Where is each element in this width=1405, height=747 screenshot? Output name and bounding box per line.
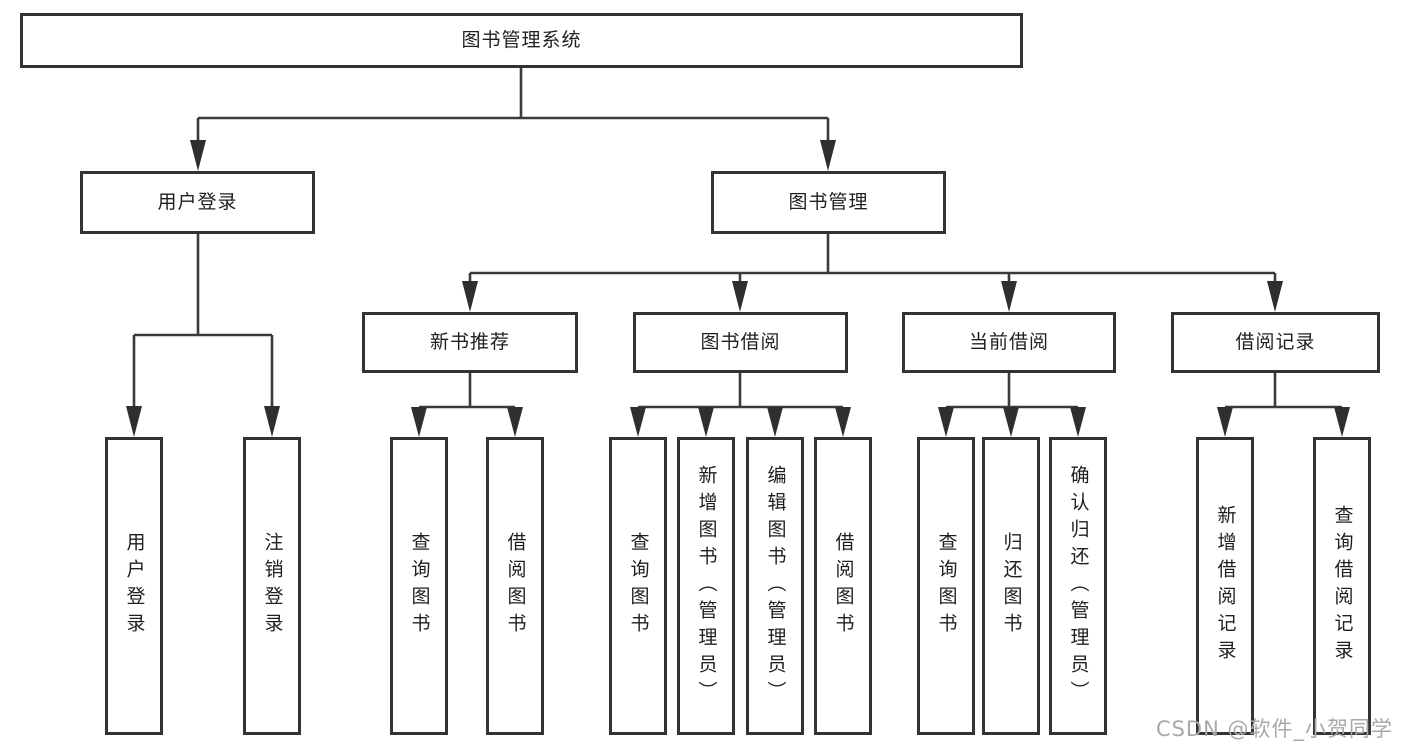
leaf-query-books-borrow: 查询图书: [609, 437, 667, 735]
node-user-login-branch: 用户登录: [80, 171, 315, 234]
leaf-query-books-recommend: 查询图书: [390, 437, 448, 735]
leaf-return-books: 归还图书: [982, 437, 1040, 735]
watermark: CSDN @软件_小贺同学: [1155, 717, 1393, 741]
node-root: 图书管理系统: [20, 13, 1023, 68]
leaf-confirm-return-admin: 确认归还（管理员）: [1049, 437, 1107, 735]
leaf-edit-books-admin: 编辑图书（管理员）: [746, 437, 804, 735]
leaf-add-books-admin: 新增图书（管理员）: [677, 437, 735, 735]
node-book-borrowing: 图书借阅: [633, 312, 848, 373]
leaf-borrow-books-borrow: 借阅图书: [814, 437, 872, 735]
leaf-add-borrow-record: 新增借阅记录: [1196, 437, 1254, 735]
leaf-user-login: 用户登录: [105, 437, 163, 735]
node-new-book-recommend: 新书推荐: [362, 312, 578, 373]
leaf-query-books-current: 查询图书: [917, 437, 975, 735]
node-current-borrowing: 当前借阅: [902, 312, 1116, 373]
leaf-borrow-books-recommend: 借阅图书: [486, 437, 544, 735]
node-borrowing-records: 借阅记录: [1171, 312, 1380, 373]
leaf-logout: 注销登录: [243, 437, 301, 735]
leaf-query-borrow-record: 查询借阅记录: [1313, 437, 1371, 735]
node-book-management: 图书管理: [711, 171, 946, 234]
